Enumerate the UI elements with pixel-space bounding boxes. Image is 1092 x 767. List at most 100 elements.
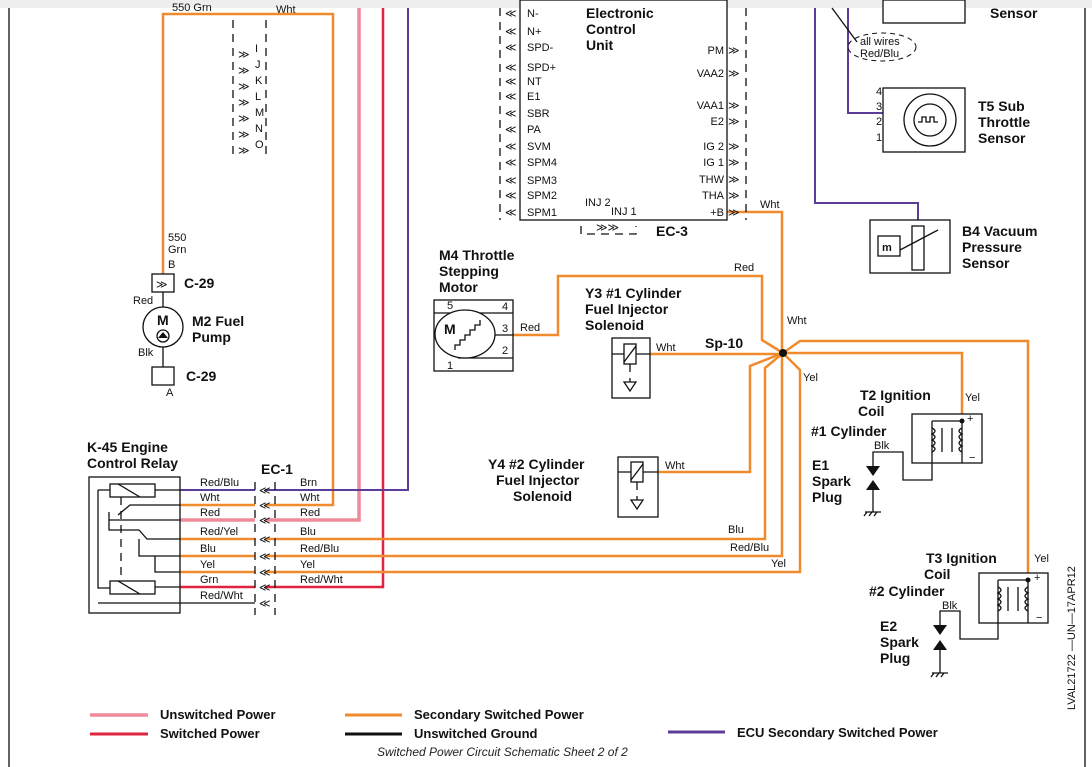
- svg-text:Unit: Unit: [586, 37, 614, 53]
- pin-label: N-: [527, 8, 539, 20]
- legend-label: Unswitched Power: [160, 707, 276, 722]
- wire-b4: [814, 8, 919, 226]
- pin-label: Yel: [300, 559, 315, 571]
- svg-text:Red: Red: [734, 262, 754, 274]
- svg-text:≫: ≫: [238, 65, 250, 77]
- pin-label: SVM: [527, 141, 551, 153]
- svg-text:M4 Throttle: M4 Throttle: [439, 247, 515, 263]
- top-connector: 550 Grn Wht I≫J≫K≫L≫M≫N≫O≫: [172, 2, 296, 157]
- pin-label: NT: [527, 76, 542, 88]
- svg-text:Motor: Motor: [439, 279, 478, 295]
- svg-text:≪: ≪: [505, 108, 517, 120]
- svg-text:Plug: Plug: [880, 650, 910, 666]
- svg-text:≪: ≪: [505, 175, 517, 187]
- svg-text:Wht: Wht: [760, 199, 780, 211]
- svg-text:≫: ≫: [728, 157, 740, 169]
- pin-label: PM: [708, 45, 725, 57]
- svg-text:B: B: [168, 259, 175, 271]
- pin-label: SPM4: [527, 157, 557, 169]
- wire-yel: [265, 352, 802, 574]
- svg-text:T2 Ignition: T2 Ignition: [860, 387, 931, 403]
- svg-text:+: +: [1034, 572, 1040, 584]
- splice-dot: [779, 349, 787, 357]
- svg-text:3: 3: [502, 323, 508, 335]
- t3-ignition-coil: T3 Ignition Coil #2 Cylinder Yel + − Blk: [869, 550, 1049, 640]
- svg-text:Plug: Plug: [812, 489, 842, 505]
- pin-label: Red: [300, 507, 320, 519]
- svg-text:≪: ≪: [259, 567, 271, 579]
- svg-text:≫: ≫: [238, 49, 250, 61]
- svg-text:Blu: Blu: [728, 524, 744, 536]
- svg-text:Blk: Blk: [138, 347, 154, 359]
- svg-text:Sensor: Sensor: [962, 255, 1010, 271]
- pin-label: N+: [527, 26, 541, 38]
- svg-text:T5 Sub: T5 Sub: [978, 98, 1025, 114]
- m4-throttle-stepping-motor: M4 Throttle Stepping Motor M 5 4 3 2 1 R…: [433, 247, 754, 372]
- svg-text:≪: ≪: [505, 91, 517, 103]
- svg-text:Sensor: Sensor: [978, 130, 1026, 146]
- svg-text:Wht: Wht: [656, 342, 676, 354]
- t5-sub-throttle-sensor: 4 3 2 1 T5 Sub Throttle Sensor: [876, 86, 1030, 153]
- svg-text:2: 2: [502, 345, 508, 357]
- legend-label: Secondary Switched Power: [414, 707, 584, 722]
- wire-t3-yel: [782, 339, 1030, 580]
- svg-text:Wht: Wht: [787, 315, 807, 327]
- svg-text:≫: ≫: [156, 279, 168, 291]
- svg-text:Yel: Yel: [965, 392, 980, 404]
- svg-text:all wires: all wires: [860, 36, 900, 48]
- wire-blu: [265, 352, 784, 541]
- svg-text:≪: ≪: [259, 485, 271, 497]
- svg-text:E2: E2: [880, 618, 897, 634]
- svg-text:Grn: Grn: [168, 244, 186, 256]
- svg-text:3: 3: [876, 101, 882, 113]
- pin-label: Red/Blu: [300, 543, 339, 555]
- wire-switched-red-wht: [265, 8, 385, 589]
- svg-text:≫: ≫: [728, 174, 740, 186]
- pin-label: K: [255, 75, 263, 87]
- svg-text:Red: Red: [133, 295, 153, 307]
- svg-text:Yel: Yel: [771, 558, 786, 570]
- pin-label: +B: [710, 207, 724, 219]
- pin-label: Wht: [200, 492, 220, 504]
- svg-text:+: +: [967, 413, 973, 425]
- pin-label: THA: [702, 190, 725, 202]
- svg-text:≫: ≫: [728, 141, 740, 153]
- pin-label: Red/Blu: [200, 477, 239, 489]
- svg-text:≫: ≫: [728, 207, 740, 219]
- pin-label: I: [255, 43, 258, 55]
- svg-text:EC-1: EC-1: [261, 461, 293, 477]
- svg-text:4: 4: [502, 301, 508, 313]
- svg-text:Fuel Injector: Fuel Injector: [496, 472, 580, 488]
- pin-label: Red/Yel: [200, 526, 238, 538]
- svg-text:Control Relay: Control Relay: [87, 455, 178, 471]
- pin-label: Red: [200, 507, 220, 519]
- svg-text:≪: ≪: [259, 515, 271, 527]
- top-sensor: Sensor all wires Red/Blu: [847, 0, 1038, 62]
- svg-text:INJ 2: INJ 2: [585, 197, 611, 209]
- svg-text:1: 1: [447, 360, 453, 372]
- svg-text:4: 4: [876, 86, 882, 98]
- svg-text:≪: ≪: [505, 157, 517, 169]
- svg-text:Control: Control: [586, 21, 636, 37]
- pin-label: VAA2: [697, 68, 724, 80]
- svg-text:≪: ≪: [259, 598, 271, 610]
- pin-label: M: [255, 107, 264, 119]
- svg-text:m: m: [882, 242, 892, 254]
- pin-label: Blu: [300, 526, 316, 538]
- pin-label: L: [255, 91, 261, 103]
- svg-text:≪: ≪: [505, 190, 517, 202]
- svg-text:≪: ≪: [505, 76, 517, 88]
- m2-fuel-pump: 550 Grn B ≫ C-29 Red M M2 Fuel Pump Blk …: [133, 232, 244, 399]
- pin-label: Red/Wht: [300, 574, 343, 586]
- wires: [161, 7, 1030, 604]
- ecu: Electronic Control Unit N-≪N+≪SPD-≪SPD+≪…: [499, 0, 780, 239]
- svg-text:550 Grn: 550 Grn: [172, 2, 212, 14]
- pin-label: IG 2: [703, 141, 724, 153]
- svg-text:A: A: [166, 387, 174, 399]
- svg-text:≪: ≪: [259, 534, 271, 546]
- svg-text:≪: ≪: [259, 500, 271, 512]
- pin-label: SPM3: [527, 175, 557, 187]
- svg-text:≫: ≫: [238, 81, 250, 93]
- pin-label: Blu: [200, 543, 216, 555]
- wire-t2-yel: [783, 351, 964, 420]
